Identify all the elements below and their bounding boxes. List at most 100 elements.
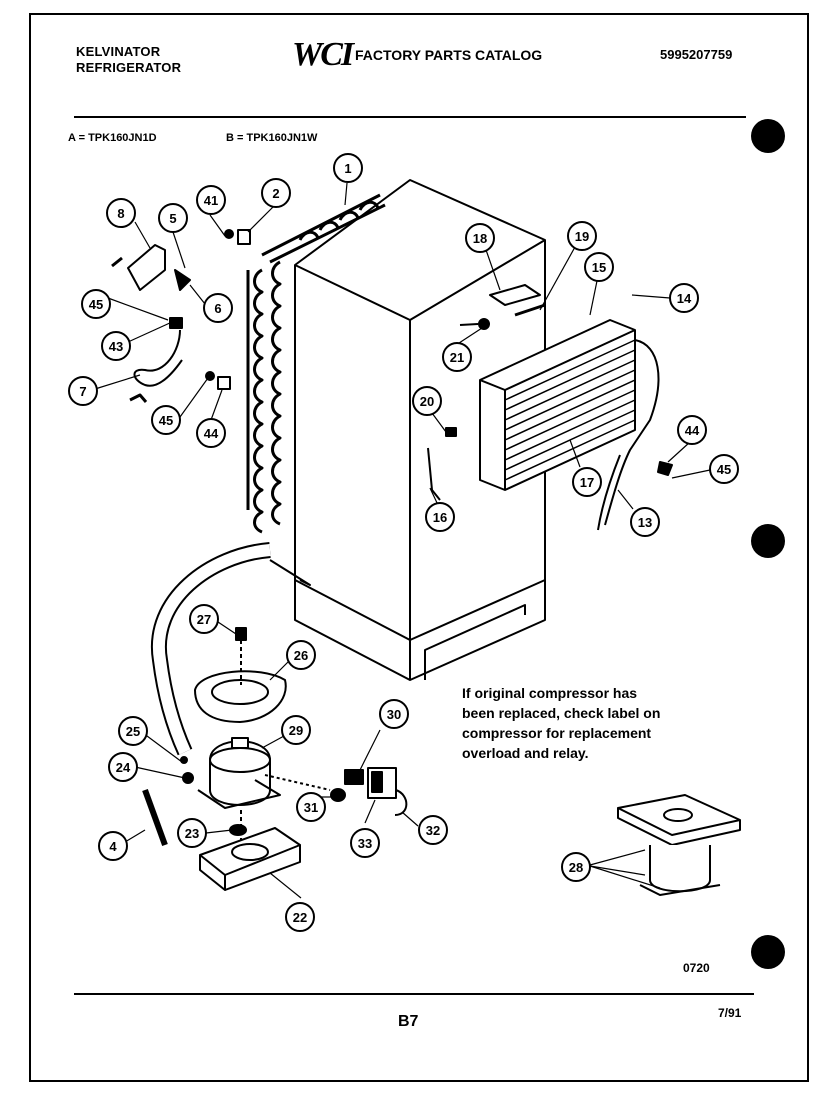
drain-pan-drawing bbox=[194, 627, 287, 723]
svg-text:26: 26 bbox=[294, 648, 308, 663]
svg-text:13: 13 bbox=[638, 515, 652, 530]
brand-name: KELVINATOR bbox=[76, 44, 161, 59]
callout-25: 25 bbox=[118, 716, 148, 746]
callout-8: 8 bbox=[106, 198, 136, 228]
callout-15: 15 bbox=[584, 252, 614, 282]
callout-2: 2 bbox=[261, 178, 291, 208]
svg-text:4: 4 bbox=[109, 839, 117, 854]
callout-17: 17 bbox=[572, 467, 602, 497]
callout-1: 1 bbox=[333, 153, 363, 183]
svg-text:7: 7 bbox=[79, 384, 86, 399]
svg-text:2: 2 bbox=[272, 186, 279, 201]
evaporator-drawing bbox=[479, 319, 660, 531]
leader-lines bbox=[94, 182, 711, 899]
callout-4: 4 bbox=[98, 831, 128, 861]
svg-text:41: 41 bbox=[204, 193, 218, 208]
svg-text:1: 1 bbox=[344, 161, 351, 176]
page-frame bbox=[29, 13, 809, 1082]
svg-text:6: 6 bbox=[214, 301, 221, 316]
note-line-4: overload and relay. bbox=[462, 745, 589, 761]
callout-44-left: 44 bbox=[196, 418, 226, 448]
catalog-title: FACTORY PARTS CATALOG bbox=[355, 47, 543, 63]
callout-32: 32 bbox=[418, 815, 448, 845]
callout-31: 31 bbox=[296, 792, 326, 822]
svg-text:17: 17 bbox=[580, 475, 594, 490]
brand-block: KELVINATOR REFRIGERATOR bbox=[76, 44, 181, 76]
callout-33: 33 bbox=[350, 828, 380, 858]
callout-19: 19 bbox=[567, 221, 597, 251]
callout-14: 14 bbox=[669, 283, 699, 313]
svg-text:14: 14 bbox=[677, 291, 692, 306]
svg-text:20: 20 bbox=[420, 394, 434, 409]
callout-24: 24 bbox=[108, 752, 138, 782]
callout-6: 6 bbox=[203, 293, 233, 323]
callout-20: 20 bbox=[412, 386, 442, 416]
callout-bubbles: 1 2 4 5 6 7 8 13 14 15 16 17 18 19 20 21… bbox=[68, 153, 739, 932]
svg-text:15: 15 bbox=[592, 260, 606, 275]
callout-21: 21 bbox=[442, 342, 472, 372]
binder-hole-bottom bbox=[751, 935, 785, 969]
cabinet-drawing bbox=[294, 179, 546, 681]
catalog-number: 5995207759 bbox=[660, 47, 733, 62]
svg-text:29: 29 bbox=[289, 723, 303, 738]
header-rule bbox=[74, 116, 746, 118]
svg-text:44: 44 bbox=[204, 426, 219, 441]
svg-text:27: 27 bbox=[197, 612, 211, 627]
svg-text:33: 33 bbox=[358, 836, 372, 851]
revision-date: 7/91 bbox=[718, 1006, 742, 1020]
callout-16: 16 bbox=[425, 502, 455, 532]
product-type: REFRIGERATOR bbox=[76, 60, 182, 75]
callout-5: 5 bbox=[158, 203, 188, 233]
inset-compressor-drawing bbox=[617, 794, 741, 896]
svg-text:32: 32 bbox=[426, 823, 440, 838]
svg-text:45: 45 bbox=[89, 297, 103, 312]
electrical-parts-drawing bbox=[264, 767, 408, 816]
svg-text:21: 21 bbox=[450, 350, 464, 365]
callout-29: 29 bbox=[281, 715, 311, 745]
callout-30: 30 bbox=[379, 699, 409, 729]
callout-45-top: 45 bbox=[81, 289, 111, 319]
svg-text:18: 18 bbox=[473, 231, 487, 246]
condenser-coil-drawing bbox=[246, 193, 386, 534]
model-a: A = TPK160JN1D bbox=[68, 132, 157, 144]
svg-text:44: 44 bbox=[685, 423, 700, 438]
callout-41: 41 bbox=[196, 185, 226, 215]
svg-text:24: 24 bbox=[116, 760, 131, 775]
callout-45-right: 45 bbox=[709, 454, 739, 484]
callout-22: 22 bbox=[285, 902, 315, 932]
callout-28: 28 bbox=[561, 852, 591, 882]
callout-43: 43 bbox=[101, 331, 131, 361]
note-line-1: If original compressor has bbox=[462, 685, 638, 701]
callout-26: 26 bbox=[286, 640, 316, 670]
svg-text:25: 25 bbox=[126, 724, 140, 739]
callout-23: 23 bbox=[177, 818, 207, 848]
svg-text:28: 28 bbox=[569, 860, 583, 875]
svg-text:5: 5 bbox=[169, 211, 176, 226]
callout-13: 13 bbox=[630, 507, 660, 537]
compressor-drawing bbox=[197, 737, 281, 840]
page-number: B7 bbox=[398, 1013, 419, 1030]
base-bracket-drawing bbox=[199, 827, 301, 891]
svg-text:30: 30 bbox=[387, 707, 401, 722]
svg-text:45: 45 bbox=[159, 413, 173, 428]
note-line-2: been replaced, check label on bbox=[462, 705, 661, 721]
svg-text:19: 19 bbox=[575, 229, 589, 244]
callout-44-right: 44 bbox=[677, 415, 707, 445]
callout-27: 27 bbox=[189, 604, 219, 634]
binder-hole-middle bbox=[751, 524, 785, 558]
svg-text:43: 43 bbox=[109, 339, 123, 354]
svg-text:31: 31 bbox=[304, 800, 318, 815]
callout-45-middle: 45 bbox=[151, 405, 181, 435]
compressor-note: If original compressor has been replaced… bbox=[462, 683, 660, 763]
svg-text:16: 16 bbox=[433, 510, 447, 525]
footer-rule bbox=[74, 993, 754, 995]
callout-18: 18 bbox=[465, 223, 495, 253]
svg-text:23: 23 bbox=[185, 826, 199, 841]
svg-text:8: 8 bbox=[117, 206, 124, 221]
model-b: B = TPK160JN1W bbox=[226, 132, 318, 144]
wci-logo: WCI bbox=[292, 36, 354, 73]
note-line-3: compressor for replacement bbox=[462, 725, 652, 741]
svg-text:45: 45 bbox=[717, 462, 731, 477]
svg-text:22: 22 bbox=[293, 910, 307, 925]
